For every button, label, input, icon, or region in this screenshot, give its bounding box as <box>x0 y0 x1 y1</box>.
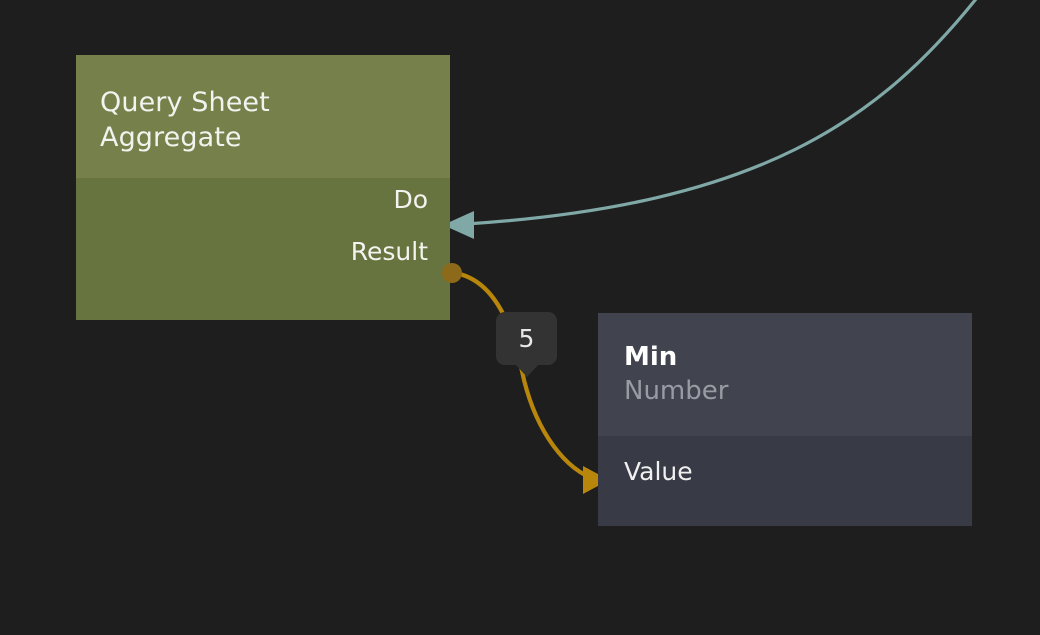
output-port-result-dot-icon[interactable] <box>442 263 462 283</box>
node-body-min-number: Value <box>598 436 972 526</box>
input-port-value[interactable]: Value <box>624 458 972 486</box>
wire-value-badge[interactable]: 5 <box>496 312 557 377</box>
input-port-value-label: Value <box>624 457 693 486</box>
output-port-do-label: Do <box>393 185 428 214</box>
output-port-result[interactable]: Result <box>351 238 428 266</box>
node-title-query-sheet-aggregate: Query Sheet Aggregate <box>100 87 270 153</box>
node-min-number[interactable]: Min Number Value <box>598 313 972 526</box>
node-query-sheet-aggregate[interactable]: Query Sheet Aggregate Do Result <box>76 55 450 320</box>
node-header-query-sheet-aggregate[interactable]: Query Sheet Aggregate <box>76 55 450 178</box>
node-subtitle-number: Number <box>624 376 729 406</box>
node-title-min: Min <box>624 342 678 372</box>
wire-value-badge-tail-icon <box>514 364 539 377</box>
output-port-do[interactable]: Do <box>393 186 428 214</box>
node-header-min-number[interactable]: Min Number <box>598 313 972 436</box>
wire-value-badge-text: 5 <box>518 324 535 353</box>
output-port-result-label: Result <box>350 237 428 266</box>
exec-wire-path <box>464 0 978 226</box>
node-body-query-sheet-aggregate: Do Result <box>76 178 450 320</box>
